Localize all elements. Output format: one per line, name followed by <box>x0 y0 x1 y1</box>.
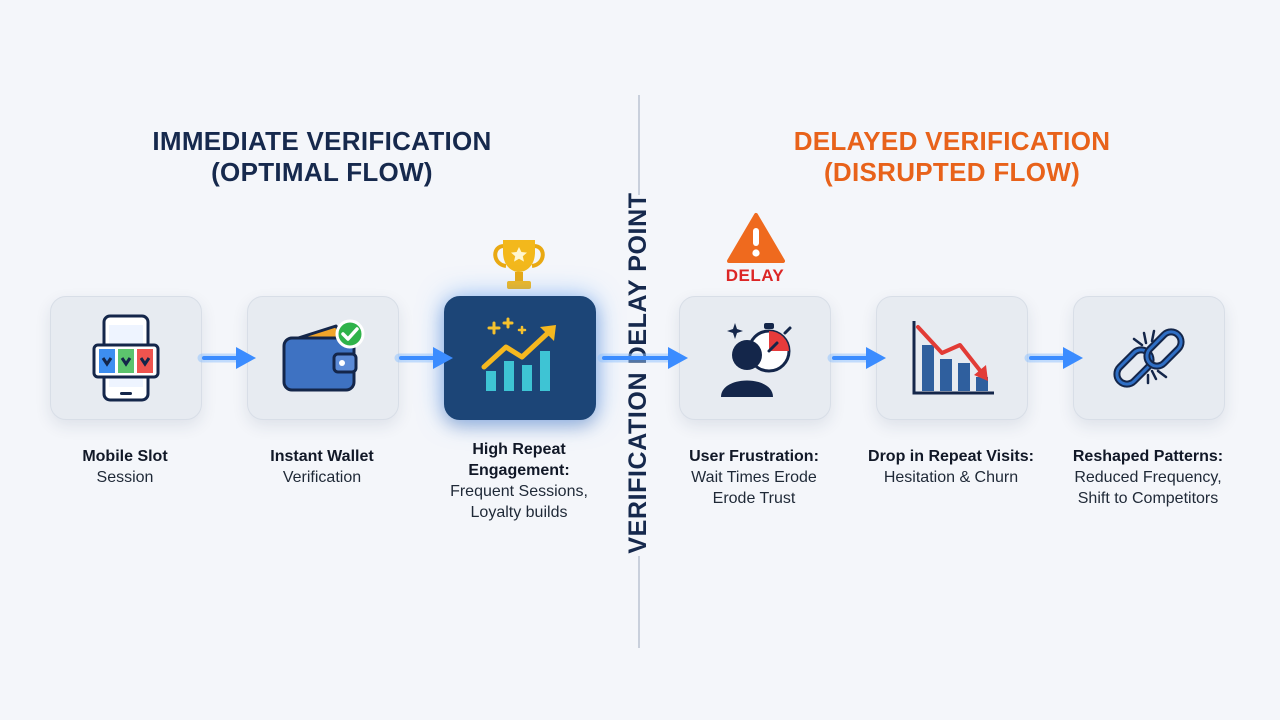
caption-line: Verification <box>282 469 362 486</box>
caption-user-frustration: User Frustration: Wait Times Erode Erode… <box>654 446 854 509</box>
step-card-high-repeat-engagement <box>444 296 596 420</box>
caption-line: Wait Times Erode <box>691 469 817 486</box>
step-card-user-frustration <box>679 296 831 420</box>
caption-line: Hesitation & Churn <box>883 469 1019 486</box>
caption-title: High Repeat <box>472 441 566 458</box>
caption-line: Loyalty builds <box>470 504 568 521</box>
caption-line: Frequent Sessions, <box>450 483 588 500</box>
flow-arrow-5 <box>1024 343 1085 373</box>
slot-machine-phone-icon <box>84 313 168 403</box>
divider-line-top <box>638 95 640 195</box>
caption-line: Erode Trust <box>712 490 796 507</box>
wallet-check-icon <box>278 318 368 398</box>
broken-link-icon <box>1104 313 1194 403</box>
flow-arrow-2 <box>394 343 455 373</box>
caption-title: Drop in Repeat Visits: <box>868 448 1034 465</box>
caption-high-repeat-engagement: High Repeat Engagement: Frequent Session… <box>419 439 619 523</box>
flow-arrow-1 <box>197 343 258 373</box>
delayed-verification-heading: DELAYED VERIFICATION (DISRUPTED FLOW) <box>742 126 1162 188</box>
growth-chart-icon <box>470 313 570 403</box>
step-card-drop-in-repeat-visits <box>876 296 1028 420</box>
disrupted-flow-subtitle: (DISRUPTED FLOW) <box>823 157 1081 187</box>
divider-line-bottom <box>638 556 640 648</box>
caption-line: Shift to Competitors <box>1077 490 1219 507</box>
caption-mobile-slot: Mobile Slot Session <box>25 446 225 488</box>
frustrated-user-timer-icon <box>705 313 805 403</box>
caption-title: Reshaped Patterns: <box>1072 448 1224 465</box>
optimal-flow-subtitle: (OPTIMAL FLOW) <box>211 157 433 187</box>
caption-instant-wallet: Instant Wallet Verification <box>222 446 422 488</box>
trophy-icon <box>486 236 552 301</box>
caption-line: Session <box>96 469 154 486</box>
caption-drop-in-repeat-visits: Drop in Repeat Visits: Hesitation & Chur… <box>851 446 1051 488</box>
verification-delay-point-label: VERIFICATION DELAY POINT <box>624 192 652 554</box>
caption-title: User Frustration: <box>689 448 819 465</box>
caption-title-line2: Engagement: <box>468 462 570 479</box>
immediate-verification-title: IMMEDIATE VERIFICATION <box>152 126 492 156</box>
caption-title: Instant Wallet <box>270 448 374 465</box>
caption-line: Reduced Frequency, <box>1074 469 1222 486</box>
step-card-mobile-slot <box>50 296 202 420</box>
caption-title: Mobile Slot <box>82 448 168 465</box>
immediate-verification-heading: IMMEDIATE VERIFICATION (OPTIMAL FLOW) <box>112 126 532 188</box>
declining-chart-icon <box>902 313 1002 403</box>
warning-icon <box>727 212 785 269</box>
delay-badge: DELAY <box>725 266 785 285</box>
delayed-verification-title: DELAYED VERIFICATION <box>793 126 1111 156</box>
caption-reshaped-patterns: Reshaped Patterns: Reduced Frequency, Sh… <box>1048 446 1248 509</box>
step-card-instant-wallet <box>247 296 399 420</box>
step-card-reshaped-patterns <box>1073 296 1225 420</box>
flow-arrow-4 <box>827 343 888 373</box>
flow-arrow-3 <box>597 343 690 373</box>
